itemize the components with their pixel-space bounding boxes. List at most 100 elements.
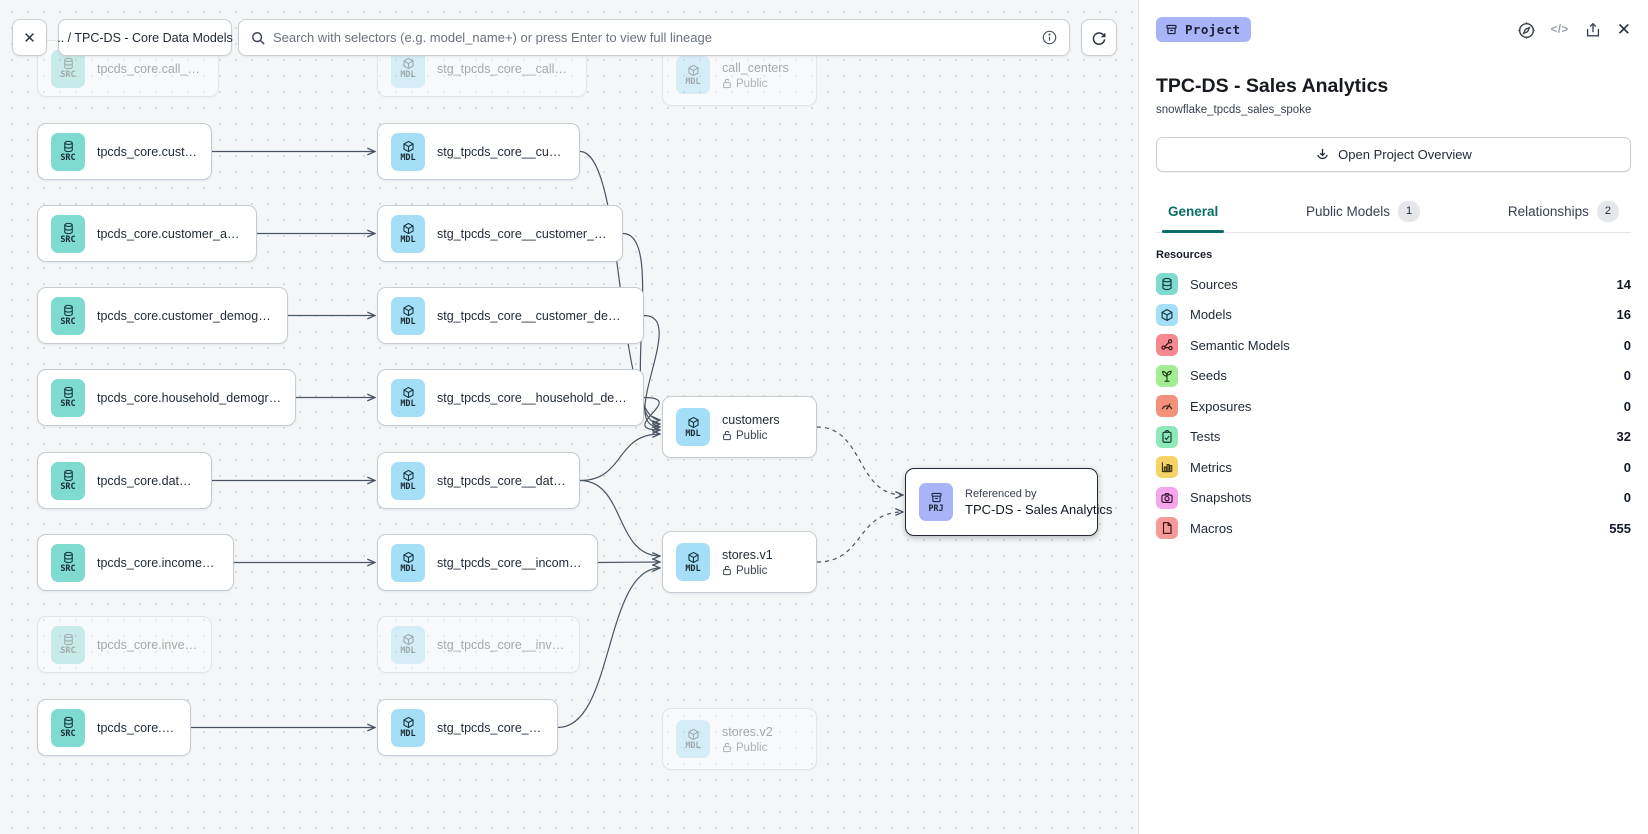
lock-open-icon (722, 565, 732, 576)
cube-icon: MDL (676, 543, 710, 581)
resource-label: Macros (1190, 520, 1233, 536)
resource-row-sources[interactable]: Sources 14 (1156, 269, 1631, 300)
detail-panel: Project </> ✕ TPC-DS - Sales Analytics s… (1138, 0, 1648, 834)
node-access: Public (736, 429, 768, 442)
close-lineage-button[interactable]: ✕ (12, 19, 47, 56)
node-label: stg_tpcds_core__inventory (437, 637, 566, 652)
node-access: Public (736, 564, 768, 577)
lineage-node-s_date_dim[interactable]: SRC tpcds_core.date_dim (37, 452, 212, 509)
cube-icon: MDL (391, 132, 425, 171)
node-label: stg_tpcds_core__call_center (437, 61, 573, 76)
refresh-icon (1091, 30, 1107, 46)
node-label: stg_tpcds_core__customer_address (437, 226, 609, 241)
resource-label: Seeds (1190, 368, 1227, 384)
lineage-node-m_household_demographics[interactable]: MDLstg_tpcds_core__household_demogr… (377, 369, 644, 426)
node-label: tpcds_core.store (97, 720, 177, 735)
resource-label: Sources (1190, 276, 1238, 292)
panel-header: Project </> ✕ (1156, 17, 1631, 42)
code-icon[interactable]: </> (1550, 24, 1569, 36)
clipboard-icon (1156, 425, 1178, 448)
resource-count: 0 (1623, 337, 1631, 353)
cube-icon: MDL (676, 56, 710, 94)
node-label: tpcds_core.customer_demographics (97, 308, 274, 323)
open-project-overview-button[interactable]: Open Project Overview (1156, 137, 1631, 172)
archive-icon (1165, 23, 1178, 36)
database-icon: SRC (51, 132, 85, 171)
resources-heading: Resources (1156, 249, 1213, 261)
seed-icon (1156, 364, 1178, 387)
info-icon[interactable] (1042, 30, 1057, 45)
resource-row-semantic-models[interactable]: Semantic Models 0 (1156, 330, 1631, 361)
resource-count: 14 (1616, 276, 1631, 292)
semantic-icon (1156, 334, 1178, 357)
camera-icon (1156, 486, 1178, 509)
resource-label: Models (1190, 307, 1232, 323)
lineage-node-m_store[interactable]: MDL stg_tpcds_core__store (377, 699, 558, 756)
tab-public-models[interactable]: Public Models 1 (1300, 194, 1426, 232)
cube-icon: MDL (676, 720, 710, 758)
node-label: call_centers (722, 60, 789, 75)
node-access: Public (736, 77, 768, 90)
tab-badge: 1 (1398, 201, 1421, 222)
resource-label: Semantic Models (1190, 337, 1290, 353)
resource-count: 555 (1609, 520, 1631, 536)
node-label: stg_tpcds_core__customer_demogra… (437, 308, 630, 323)
refresh-button[interactable] (1081, 19, 1117, 56)
node-label: tpcds_core.date_dim (97, 473, 198, 488)
resource-label: Exposures (1190, 398, 1252, 414)
explore-compass-icon[interactable] (1517, 21, 1536, 40)
lineage-node-m_customer_demographics[interactable]: MDL stg_tpcds_core__customer_demogra… (377, 287, 644, 344)
database-icon: SRC (51, 461, 85, 500)
node-label: customers (722, 412, 780, 427)
tab-general[interactable]: General (1162, 194, 1225, 233)
lineage-canvas[interactable]: SRCtpcds_core.call_centerSRCtpcds_core.c… (0, 0, 1138, 834)
resource-row-models[interactable]: Models 16 (1156, 300, 1631, 331)
close-panel-icon[interactable]: ✕ (1616, 20, 1631, 39)
cube-icon: MDL (391, 296, 425, 335)
resource-row-metrics[interactable]: Metrics 0 (1156, 452, 1631, 483)
share-icon[interactable] (1584, 21, 1602, 39)
bar-chart-icon (1156, 456, 1178, 479)
node-label: stg_tpcds_core__store (437, 720, 544, 735)
breadcrumb[interactable]: .. / TPC-DS - Core Data Models (57, 19, 233, 56)
resource-row-macros[interactable]: Macros 555 (1156, 513, 1631, 544)
node-label: tpcds_core.inventory (97, 637, 198, 652)
lock-open-icon (722, 78, 732, 89)
resource-row-seeds[interactable]: Seeds 0 (1156, 361, 1631, 392)
lineage-nodes-layer: SRCtpcds_core.call_centerSRCtpcds_core.c… (37, 40, 1112, 770)
panel-tabs: General Public Models 1 Relationships 2 (1156, 194, 1631, 233)
cube-icon: MDL (676, 408, 710, 446)
resource-label: Metrics (1190, 459, 1232, 475)
lock-open-icon (722, 430, 732, 441)
node-label: tpcds_core.household_demographics (97, 390, 282, 405)
resource-count: 32 (1616, 429, 1631, 445)
resource-count: 0 (1623, 368, 1631, 384)
file-icon (1156, 517, 1178, 540)
database-icon (1156, 273, 1178, 296)
cube-icon: MDL (391, 708, 425, 747)
search-input[interactable] (273, 30, 1034, 45)
resource-count: 16 (1616, 307, 1631, 323)
resource-count: 0 (1623, 459, 1631, 475)
database-icon: SRC (51, 543, 85, 582)
tab-relationships[interactable]: Relationships 2 (1502, 194, 1625, 232)
